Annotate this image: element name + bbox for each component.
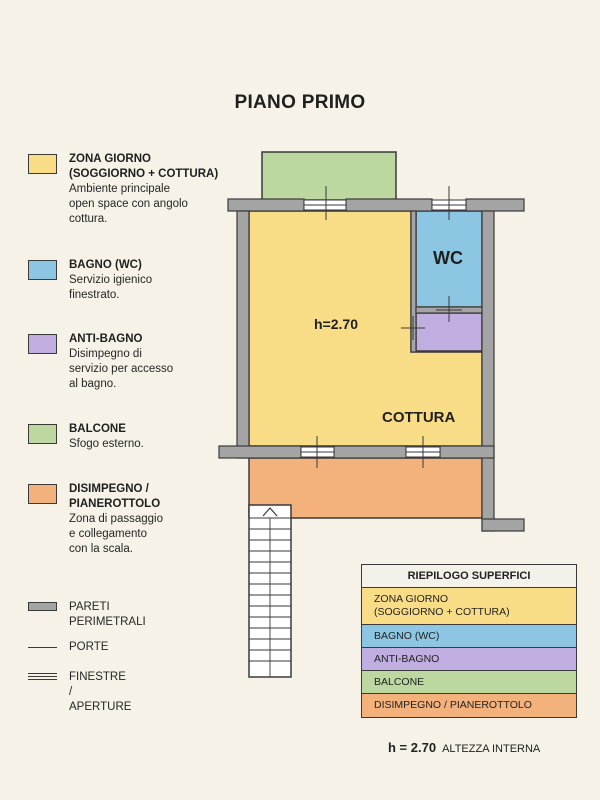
walls-label: PARETI PERIMETRALI	[69, 601, 146, 628]
doors-label: PORTE	[69, 641, 109, 653]
summary-row-zona-giorno: ZONA GIORNO (SOGGIORNO + COTTURA)	[362, 588, 576, 625]
room-height-label: h=2.70	[314, 316, 358, 332]
balcony-area	[261, 151, 397, 201]
height-note-value: h = 2.70	[388, 740, 437, 755]
wall-symbol-icon	[28, 602, 57, 611]
legend-swatch-disimpegno	[28, 484, 57, 504]
window-symbol-icon	[28, 673, 57, 680]
door-marker-wc-window	[435, 186, 463, 220]
stair-arrow-icon	[262, 507, 278, 517]
legend-swatch-zona-giorno	[28, 154, 57, 174]
legend-name: BAGNO (WC)	[69, 259, 142, 271]
door-marker-balcony	[312, 186, 340, 220]
legend-desc: Sfogo esterno.	[69, 438, 144, 450]
top-wall-right	[465, 198, 525, 212]
legend-desc: Ambiente principale open space con angol…	[69, 183, 188, 225]
legend-name: DISIMPEGNO / PIANEROTTOLO	[69, 483, 161, 510]
bottom-wall-mid	[333, 445, 407, 459]
legend-swatch-anti-bagno	[28, 334, 57, 354]
summary-row-disimpegno: DISIMPEGNO / PIANEROTTOLO	[362, 694, 576, 717]
bottom-wall-right	[439, 445, 495, 459]
windows-label: FINESTRE / APERTURE	[69, 671, 132, 713]
legend-swatch-bagno	[28, 260, 57, 280]
summary-row-anti-bagno: ANTI-BAGNO	[362, 648, 576, 671]
door-marker-living	[401, 316, 425, 340]
legend-desc: Servizio igienico finestrato.	[69, 274, 153, 301]
page-title: PIANO PRIMO	[234, 92, 366, 113]
legend-desc: Disimpegno di servizio per accesso al ba…	[69, 348, 174, 390]
door-marker-bottom-right	[406, 436, 440, 468]
door-marker-bottom-left	[301, 436, 334, 468]
kitchen-label: COTTURA	[382, 409, 456, 426]
door-symbol-icon	[28, 647, 57, 648]
left-wall	[236, 210, 250, 459]
height-note: h = 2.70 ALTEZZA INTERNA	[388, 740, 540, 755]
wc-label: WC	[433, 248, 463, 268]
summary-row-bagno: BAGNO (WC)	[362, 625, 576, 648]
top-wall-left	[227, 198, 305, 212]
summary-header: RIEPILOGO SUPERFICI	[362, 565, 576, 588]
legend-name: ANTI-BAGNO	[69, 333, 143, 345]
staircase	[248, 504, 292, 678]
top-wall-mid	[345, 198, 433, 212]
height-note-label: ALTEZZA INTERNA	[442, 743, 541, 755]
summary-table: RIEPILOGO SUPERFICI ZONA GIORNO (SOGGIOR…	[361, 564, 577, 718]
bottom-wall-left	[218, 445, 302, 459]
right-wall-stub	[481, 518, 525, 532]
legend-name: BALCONE	[69, 423, 126, 435]
summary-row-balcone: BALCONE	[362, 671, 576, 694]
right-wall	[481, 210, 495, 532]
legend-name: ZONA GIORNO (SOGGIORNO + COTTURA)	[69, 153, 219, 180]
wc-partition-left	[410, 210, 417, 353]
legend-swatch-balcone	[28, 424, 57, 444]
door-marker-anti-bagno	[436, 296, 462, 322]
legend-desc: Zona di passaggio e collegamento con la …	[69, 513, 163, 555]
